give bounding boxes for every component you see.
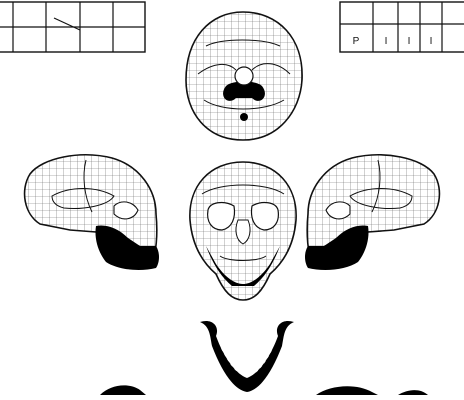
skull-frontal-view: [190, 162, 296, 300]
skull-right-lateral-view: [305, 155, 439, 270]
skull-left-lateral-view: [25, 155, 159, 270]
legend-cell-1: P: [353, 36, 360, 47]
mandible-occlusal-view: [200, 321, 294, 392]
legend-cell-4: I: [430, 36, 433, 47]
legend-cell-2: I: [385, 36, 388, 47]
bottom-left-partial-shape: [100, 385, 146, 395]
skull-base-view: [186, 12, 302, 140]
legend-grid-left: [0, 2, 145, 52]
bottom-right-partial-shape: [316, 386, 428, 395]
legend-cell-3: I: [408, 36, 411, 47]
legend-grid-right: P I I I: [340, 2, 464, 52]
